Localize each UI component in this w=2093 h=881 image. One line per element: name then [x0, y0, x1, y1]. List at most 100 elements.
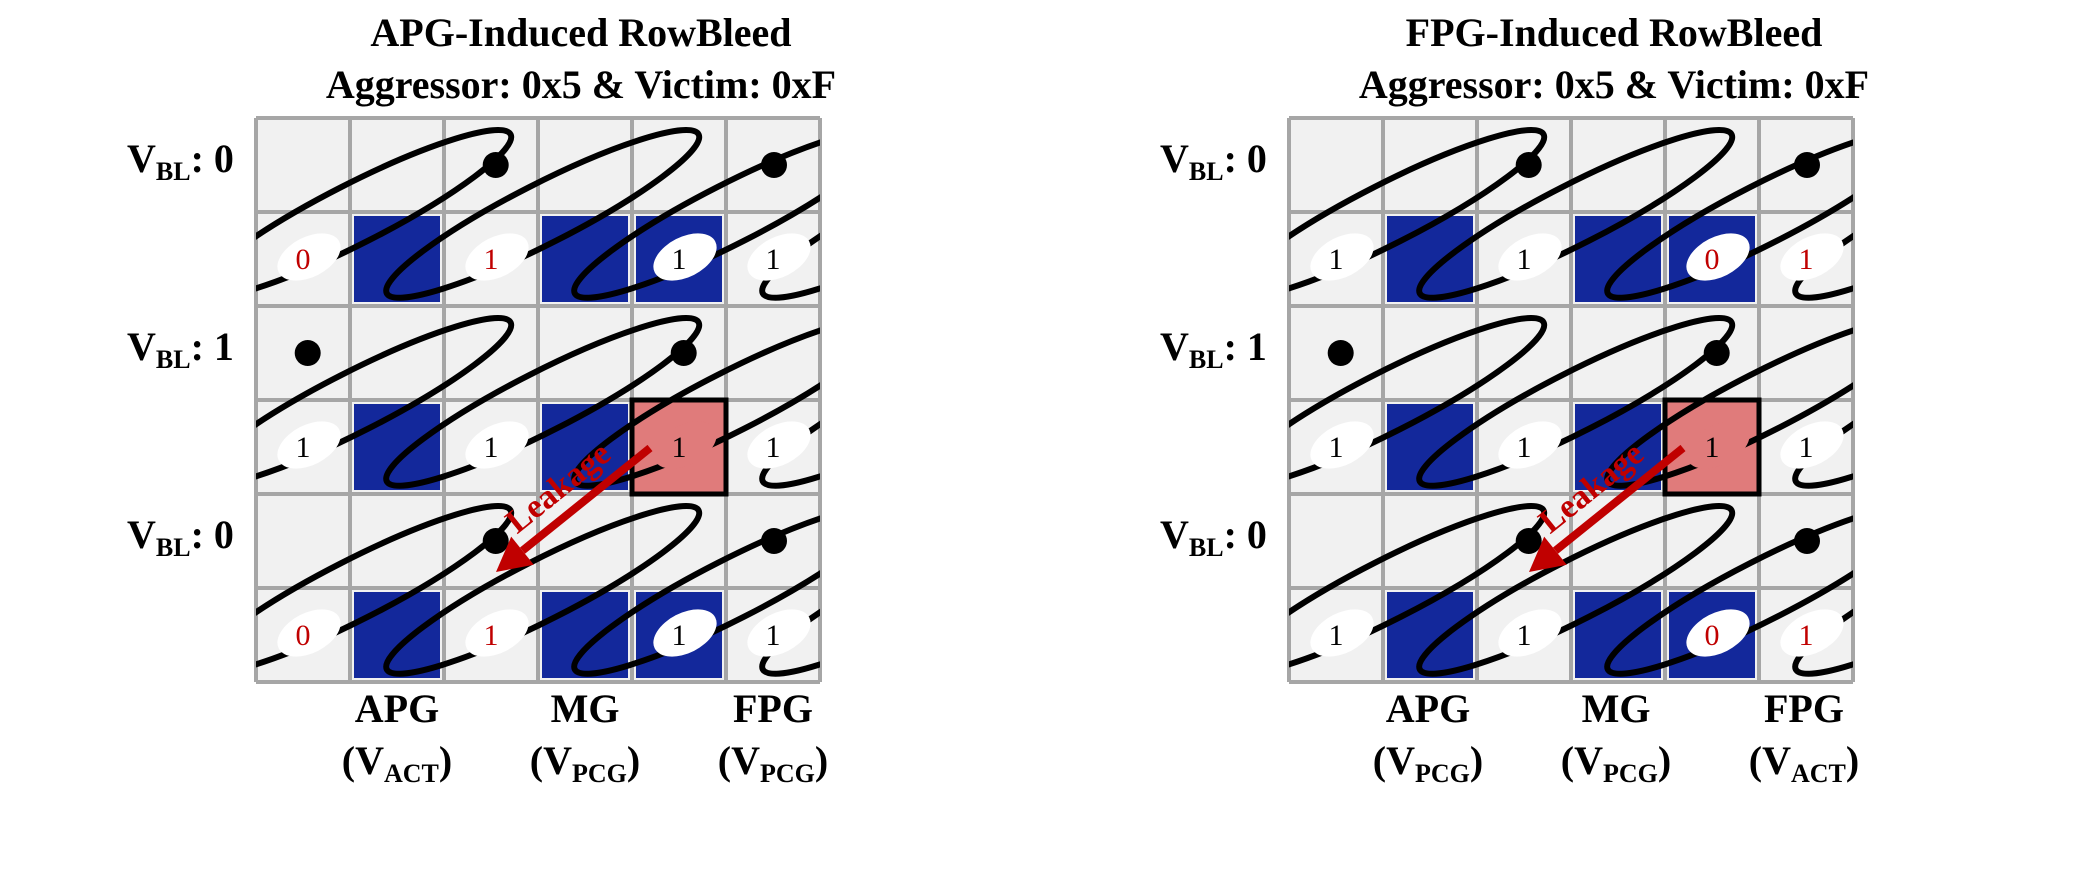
active-region-ellipse — [571, 127, 820, 301]
svg-text:(VACT): (VACT) — [1749, 738, 1859, 788]
svg-text:VBL: 1: VBL: 1 — [127, 324, 234, 374]
svg-text:VBL: 0: VBL: 0 — [127, 512, 234, 562]
gate-block — [354, 592, 440, 678]
active-region-ellipse — [759, 127, 820, 301]
bit-value: 1 — [672, 431, 687, 464]
bit-node — [1498, 421, 1562, 469]
svg-text:APG: APG — [355, 686, 439, 731]
bit-node — [1310, 609, 1374, 657]
active-region-ellipse — [1792, 127, 1853, 301]
bit-value: 1 — [1517, 619, 1532, 652]
gate-block — [1575, 592, 1661, 678]
bit-node — [653, 609, 717, 657]
bit-node — [747, 233, 811, 281]
bit-node — [653, 421, 717, 469]
bit-value: 0 — [1705, 619, 1720, 652]
active-region-ellipse — [383, 315, 703, 489]
svg-text:(VPCG): (VPCG) — [1373, 738, 1483, 788]
svg-text:FPG: FPG — [1764, 686, 1844, 731]
active-region-ellipse — [256, 315, 515, 489]
bitline-contact — [1794, 152, 1820, 178]
active-region-ellipse — [1792, 315, 1853, 489]
col-label-3: FPG (VACT) — [1749, 686, 1859, 788]
bit-value: 1 — [766, 619, 781, 652]
leakage-arrow-shaft — [1552, 444, 1686, 554]
active-regions — [256, 127, 820, 677]
bitline-contact — [761, 528, 787, 554]
active-region-ellipse — [1604, 127, 1853, 301]
active-region-ellipse — [383, 127, 703, 301]
bit-value: 1 — [1705, 431, 1720, 464]
row-label-2: VBL: 1 — [1160, 324, 1267, 374]
panel-subtitle: Aggressor: 0x5 & Victim: 0xF — [1359, 62, 1869, 107]
bit-value: 1 — [484, 431, 499, 464]
bit-node — [277, 233, 341, 281]
bit-node — [1686, 421, 1750, 469]
leakage-arrow-shaft — [519, 444, 653, 554]
svg-text:MG: MG — [1582, 686, 1651, 731]
bit-node — [747, 421, 811, 469]
panel-title: APG-Induced RowBleed — [370, 10, 791, 55]
bit-value: 1 — [672, 243, 687, 276]
bit-node — [747, 609, 811, 657]
row-label-1: VBL: 0 — [1160, 136, 1267, 186]
row-label-1: VBL: 0 — [127, 136, 234, 186]
active-region-ellipse — [759, 503, 820, 677]
bitline-contact — [670, 340, 697, 366]
active-region-ellipse — [1604, 315, 1853, 489]
row-label-3: VBL: 0 — [127, 512, 234, 562]
victim-cell-border — [629, 397, 729, 497]
bitline-contact — [482, 528, 509, 554]
panel-apg: APG-Induced RowBleed Aggressor: 0x5 & Vi… — [127, 10, 836, 788]
bit-node — [465, 609, 529, 657]
bitline-contact — [294, 340, 321, 366]
svg-text:VBL: 1: VBL: 1 — [1160, 324, 1267, 374]
bit-node — [465, 233, 529, 281]
bit-value: 1 — [296, 431, 311, 464]
bit-value: 0 — [1705, 243, 1720, 276]
svg-text:(VPCG): (VPCG) — [718, 738, 828, 788]
active-region-ellipse — [1792, 503, 1853, 677]
row-label-3: VBL: 0 — [1160, 512, 1267, 562]
col-label-2: MG (VPCG) — [1561, 686, 1671, 788]
bit-node — [1686, 609, 1750, 657]
gate-block — [354, 216, 440, 302]
gate-block — [542, 216, 628, 302]
active-region-ellipse — [1604, 503, 1853, 677]
bit-value: 1 — [1799, 243, 1814, 276]
bit-node — [277, 609, 341, 657]
bitline-contact — [1515, 152, 1542, 178]
bit-value: 1 — [766, 243, 781, 276]
active-region-ellipse — [759, 315, 820, 489]
bit-node — [1686, 233, 1750, 281]
bit-value: 1 — [1799, 619, 1814, 652]
bit-value: 1 — [1517, 431, 1532, 464]
bit-value: 1 — [484, 619, 499, 652]
active-region-ellipse — [256, 503, 515, 677]
gate-block — [354, 404, 440, 490]
col-label-1: APG (VPCG) — [1373, 686, 1483, 788]
bit-node — [465, 421, 529, 469]
bit-node — [1780, 609, 1844, 657]
bit-node — [1310, 421, 1374, 469]
leakage-arrow-head — [1529, 536, 1567, 572]
bitline-contact — [1515, 528, 1542, 554]
victim-cell-border — [1662, 397, 1762, 497]
bit-value: 1 — [1517, 243, 1532, 276]
svg-text:(VPCG): (VPCG) — [530, 738, 640, 788]
svg-text:APG: APG — [1386, 686, 1470, 731]
panel-fpg: FPG-Induced RowBleed Aggressor: 0x5 & Vi… — [1160, 10, 1869, 788]
svg-text:MG: MG — [551, 686, 620, 731]
leakage-arrow-head — [496, 536, 534, 572]
gate-block — [542, 592, 628, 678]
bitline-contact — [1703, 340, 1730, 366]
bitline-contact — [1794, 528, 1820, 554]
active-region-ellipse — [1416, 127, 1736, 301]
svg-text:(VPCG): (VPCG) — [1561, 738, 1671, 788]
svg-text:FPG: FPG — [733, 686, 813, 731]
svg-text:VBL: 0: VBL: 0 — [1160, 512, 1267, 562]
bitline-contact — [1327, 340, 1354, 366]
